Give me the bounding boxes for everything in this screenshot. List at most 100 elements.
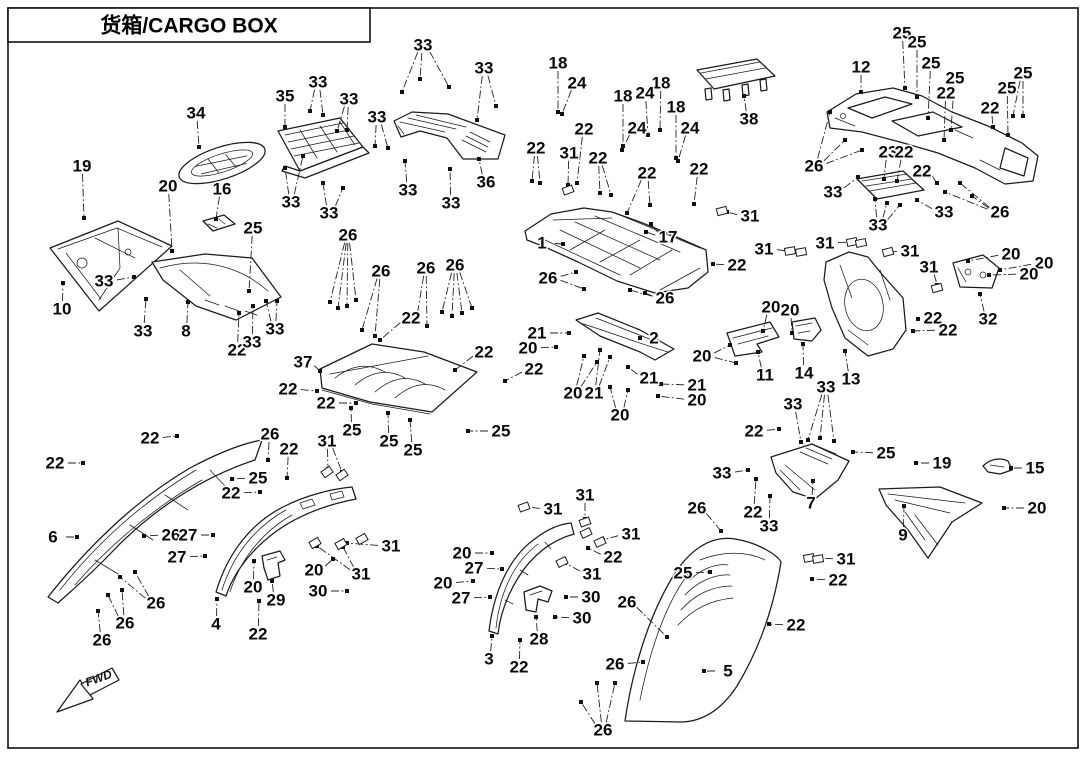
leader-line — [374, 278, 381, 337]
clip-fastener — [783, 246, 797, 256]
fwd-arrow: FWD — [56, 667, 120, 713]
leader-line — [693, 176, 698, 205]
callout-22-68: 22 — [939, 321, 958, 340]
callout-30-129: 30 — [582, 588, 601, 607]
leader-line — [243, 491, 261, 494]
leader-line — [629, 289, 653, 297]
fastener-point — [818, 436, 822, 440]
leader-line — [912, 329, 936, 332]
leader-line — [267, 441, 270, 461]
leader-line — [196, 120, 200, 148]
part-1-outline — [524, 207, 709, 294]
fastener-point — [96, 609, 100, 613]
leader-line — [490, 635, 493, 652]
leader-line — [361, 278, 378, 331]
fastener-point — [579, 700, 583, 704]
fastener-point — [266, 458, 270, 462]
fastener-point — [264, 299, 268, 303]
fastener-point — [949, 128, 953, 132]
leader-line — [811, 578, 826, 581]
fastener-point — [656, 394, 660, 398]
callout-26-112: 26 — [162, 526, 181, 545]
leader-line — [374, 124, 377, 147]
clip-fastener — [811, 554, 825, 564]
part-16-outline — [202, 214, 236, 232]
fastener-point — [425, 324, 429, 328]
leader-line — [627, 366, 638, 375]
fastener-point — [453, 368, 457, 372]
leader-line — [429, 51, 450, 88]
callout-25-47: 25 — [922, 54, 941, 73]
callout-22-150: 22 — [787, 616, 806, 635]
leader-line — [554, 616, 570, 619]
leader-line — [143, 534, 159, 537]
part-6-outline — [47, 439, 263, 604]
fastener-point — [843, 349, 847, 353]
leader-line — [695, 571, 711, 574]
leader-line — [404, 160, 408, 183]
leader-line — [327, 448, 329, 470]
fastener-point — [646, 133, 650, 137]
fastener-point — [756, 350, 760, 354]
fastener-point — [106, 593, 110, 597]
callout-24-28: 24 — [636, 84, 655, 103]
callout-22-51: 22 — [981, 99, 1000, 118]
leader-line — [587, 547, 601, 555]
callout-18-23: 18 — [549, 54, 568, 73]
callout-20-2: 20 — [159, 177, 178, 196]
fastener-point — [574, 270, 578, 274]
leader-line — [927, 70, 931, 119]
callout-10-6: 10 — [53, 300, 72, 319]
fastener-point — [564, 595, 568, 599]
part-32-outline — [952, 254, 1000, 289]
title-box — [7, 7, 371, 43]
callout-31-128: 31 — [583, 565, 602, 584]
fastener-point — [643, 291, 647, 295]
leader-line — [819, 394, 825, 439]
fastener-point — [186, 300, 190, 304]
leader-line — [650, 223, 659, 233]
leader-line — [944, 191, 988, 210]
fastener-point — [252, 559, 256, 563]
leader-line — [116, 276, 135, 281]
fastener-point — [257, 599, 261, 603]
callout-26-106: 26 — [261, 425, 280, 444]
leader-line — [560, 279, 585, 290]
clip-fastener — [578, 516, 592, 528]
leader-line — [456, 272, 463, 314]
fastener-point — [345, 541, 349, 545]
fastener-point — [75, 535, 79, 539]
callout-26-80: 26 — [446, 256, 465, 275]
part-3-outline — [488, 522, 575, 635]
leader-line — [626, 179, 642, 214]
fastener-point — [345, 304, 349, 308]
leader-line — [119, 576, 146, 599]
part-7-outline — [770, 443, 850, 500]
callout-20-71: 20 — [762, 298, 781, 317]
fastener-point — [470, 306, 474, 310]
leader-line — [540, 346, 557, 349]
fastener-point — [832, 439, 836, 443]
fastener-point — [500, 567, 504, 571]
clip-fastener — [593, 536, 607, 548]
callout-33-56: 33 — [824, 183, 843, 202]
callout-22-133: 22 — [510, 658, 529, 677]
fastener-point — [321, 113, 325, 117]
fastener-point — [378, 338, 382, 342]
fastener-point — [811, 479, 815, 483]
callout-33-141: 33 — [760, 517, 779, 536]
leader-line — [902, 505, 905, 528]
fastener-point — [360, 328, 364, 332]
callout-20-155: 20 — [1028, 499, 1047, 518]
fastener-point — [728, 343, 732, 347]
fastener-point — [586, 546, 590, 550]
leader-line — [802, 343, 805, 366]
leader-line — [580, 361, 598, 387]
callout-20-63: 20 — [1020, 265, 1039, 284]
fastener-point — [915, 198, 919, 202]
fastener-point — [911, 329, 915, 333]
leader-line — [576, 355, 585, 386]
callout-30-130: 30 — [573, 609, 592, 628]
callout-31-148: 31 — [837, 550, 856, 569]
